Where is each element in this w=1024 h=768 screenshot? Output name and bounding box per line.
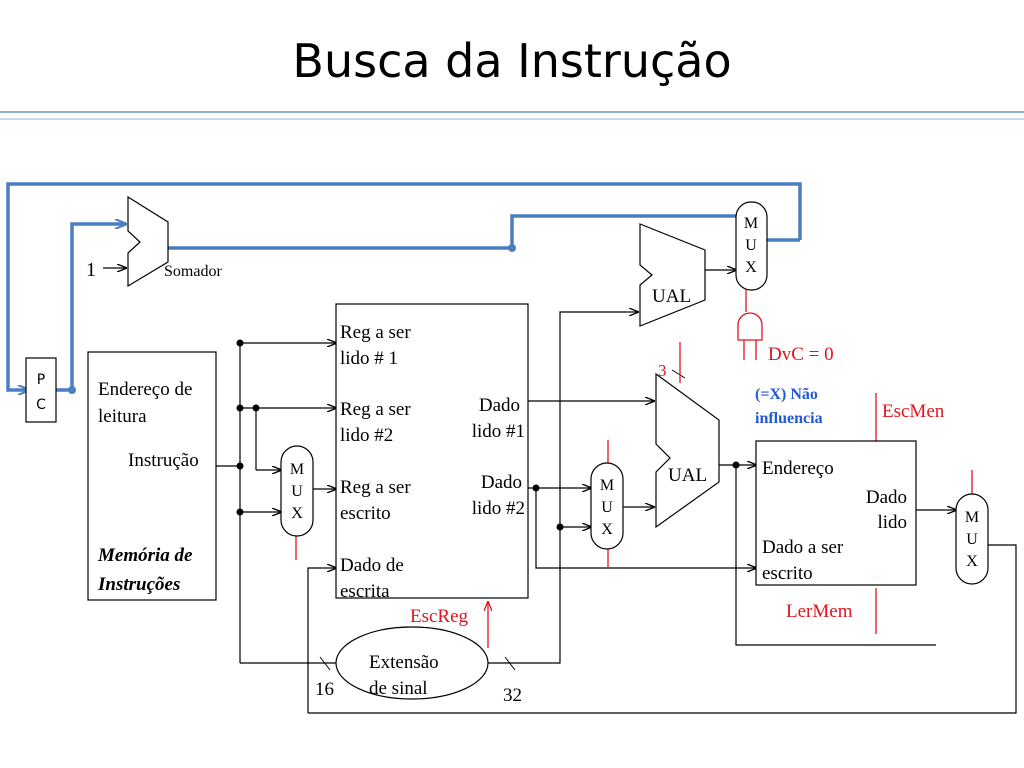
branch-alu: UAL [639, 223, 706, 327]
data-memory: Endereço Dado lido Dado a ser escrito [755, 440, 917, 586]
regdst-mux: M U X [280, 445, 314, 537]
branch-alu-label: UAL [652, 286, 691, 307]
sign-extend: Extensão de sinal [335, 626, 489, 700]
pc-label-p: P [37, 372, 45, 388]
dmem-address-label: Endereço [762, 458, 834, 479]
regfile-read2-2: lido #2 [340, 425, 393, 446]
adder [127, 195, 169, 288]
datapath-wires [103, 268, 1017, 714]
register-file: Reg a ser lido # 1 Reg a ser lido #2 Reg… [335, 303, 529, 602]
dmem-out-1: Dado [866, 487, 907, 508]
mux-label-m: M [965, 509, 979, 526]
mux-label-m: M [290, 461, 304, 478]
dvc-note-2: influencia [755, 410, 823, 427]
sign-extend-label-1: Extensão [369, 652, 439, 673]
regfile-read2-1: Reg a ser [340, 399, 411, 420]
mux-label-u: U [745, 237, 757, 254]
escreg-signal: EscReg [410, 606, 469, 627]
mux-label-x: X [291, 505, 303, 522]
sign-extend-out-bits: 32 [503, 685, 522, 706]
imem-name-1: Memória de [97, 545, 193, 566]
wire-junctions [236, 339, 740, 531]
regfile-read1-1: Reg a ser [340, 322, 411, 343]
mux-label-u: U [966, 531, 978, 548]
mux-label-u: U [291, 483, 303, 500]
sign-extend-label-2: de sinal [369, 678, 428, 699]
pc-label-c: C [36, 397, 46, 413]
bus-width-ticks [319, 369, 686, 671]
lermem-signal: LerMem [786, 601, 853, 622]
mux-label-x: X [745, 259, 757, 276]
regfile-write-2: escrito [340, 503, 391, 524]
alusrc-mux: M U X [590, 462, 624, 550]
mux-label-x: X [966, 553, 978, 570]
imem-output-label: Instrução [128, 450, 199, 471]
escmen-signal: EscMen [882, 401, 945, 422]
program-counter: P C [25, 357, 57, 423]
control-signal-lines [295, 290, 973, 648]
imem-address-label-2: leitura [98, 406, 147, 427]
and-gate [737, 312, 763, 341]
memtoreg-mux: M U X [955, 493, 989, 585]
dvc-signal: DvC = 0 [768, 344, 834, 365]
dmem-write-2: escrito [762, 563, 813, 584]
pcsrc-mux: M U X [735, 201, 768, 291]
regfile-data-1: Dado de [340, 555, 404, 576]
pc-output-junction [68, 386, 76, 394]
dvc-note-1: (=X) Não [755, 386, 818, 403]
main-alu-label: UAL [668, 465, 707, 486]
main-alu: UAL [655, 372, 720, 529]
instruction-memory: Endereço de leitura Instrução Memória de… [87, 351, 217, 601]
regfile-out1-1: Dado [479, 395, 520, 416]
mux-label-u: U [601, 499, 613, 516]
dmem-write-1: Dado a ser [762, 537, 844, 558]
slide-title: Busca da Instrução [292, 34, 732, 88]
regfile-out2-2: lido #2 [472, 498, 525, 519]
adder-output-junction [508, 244, 516, 252]
adder-constant: 1 [86, 259, 96, 281]
adder-label: Somador [164, 263, 222, 280]
mux-label-x: X [601, 521, 613, 538]
regfile-write-1: Reg a ser [340, 477, 411, 498]
dmem-out-2: lido [877, 512, 907, 533]
regfile-out1-2: lido #1 [472, 421, 525, 442]
regfile-data-2: escrita [340, 581, 390, 602]
alu-control-bits: 3 [658, 361, 667, 380]
mux-label-m: M [744, 215, 758, 232]
regfile-read1-2: lido # 1 [340, 348, 398, 369]
mux-label-m: M [600, 477, 614, 494]
imem-address-label-1: Endereço de [98, 379, 192, 400]
sign-extend-in-bits: 16 [315, 679, 334, 700]
pc-update-path [6, 182, 802, 390]
imem-name-2: Instruções [97, 574, 180, 595]
regfile-out2-1: Dado [481, 472, 522, 493]
